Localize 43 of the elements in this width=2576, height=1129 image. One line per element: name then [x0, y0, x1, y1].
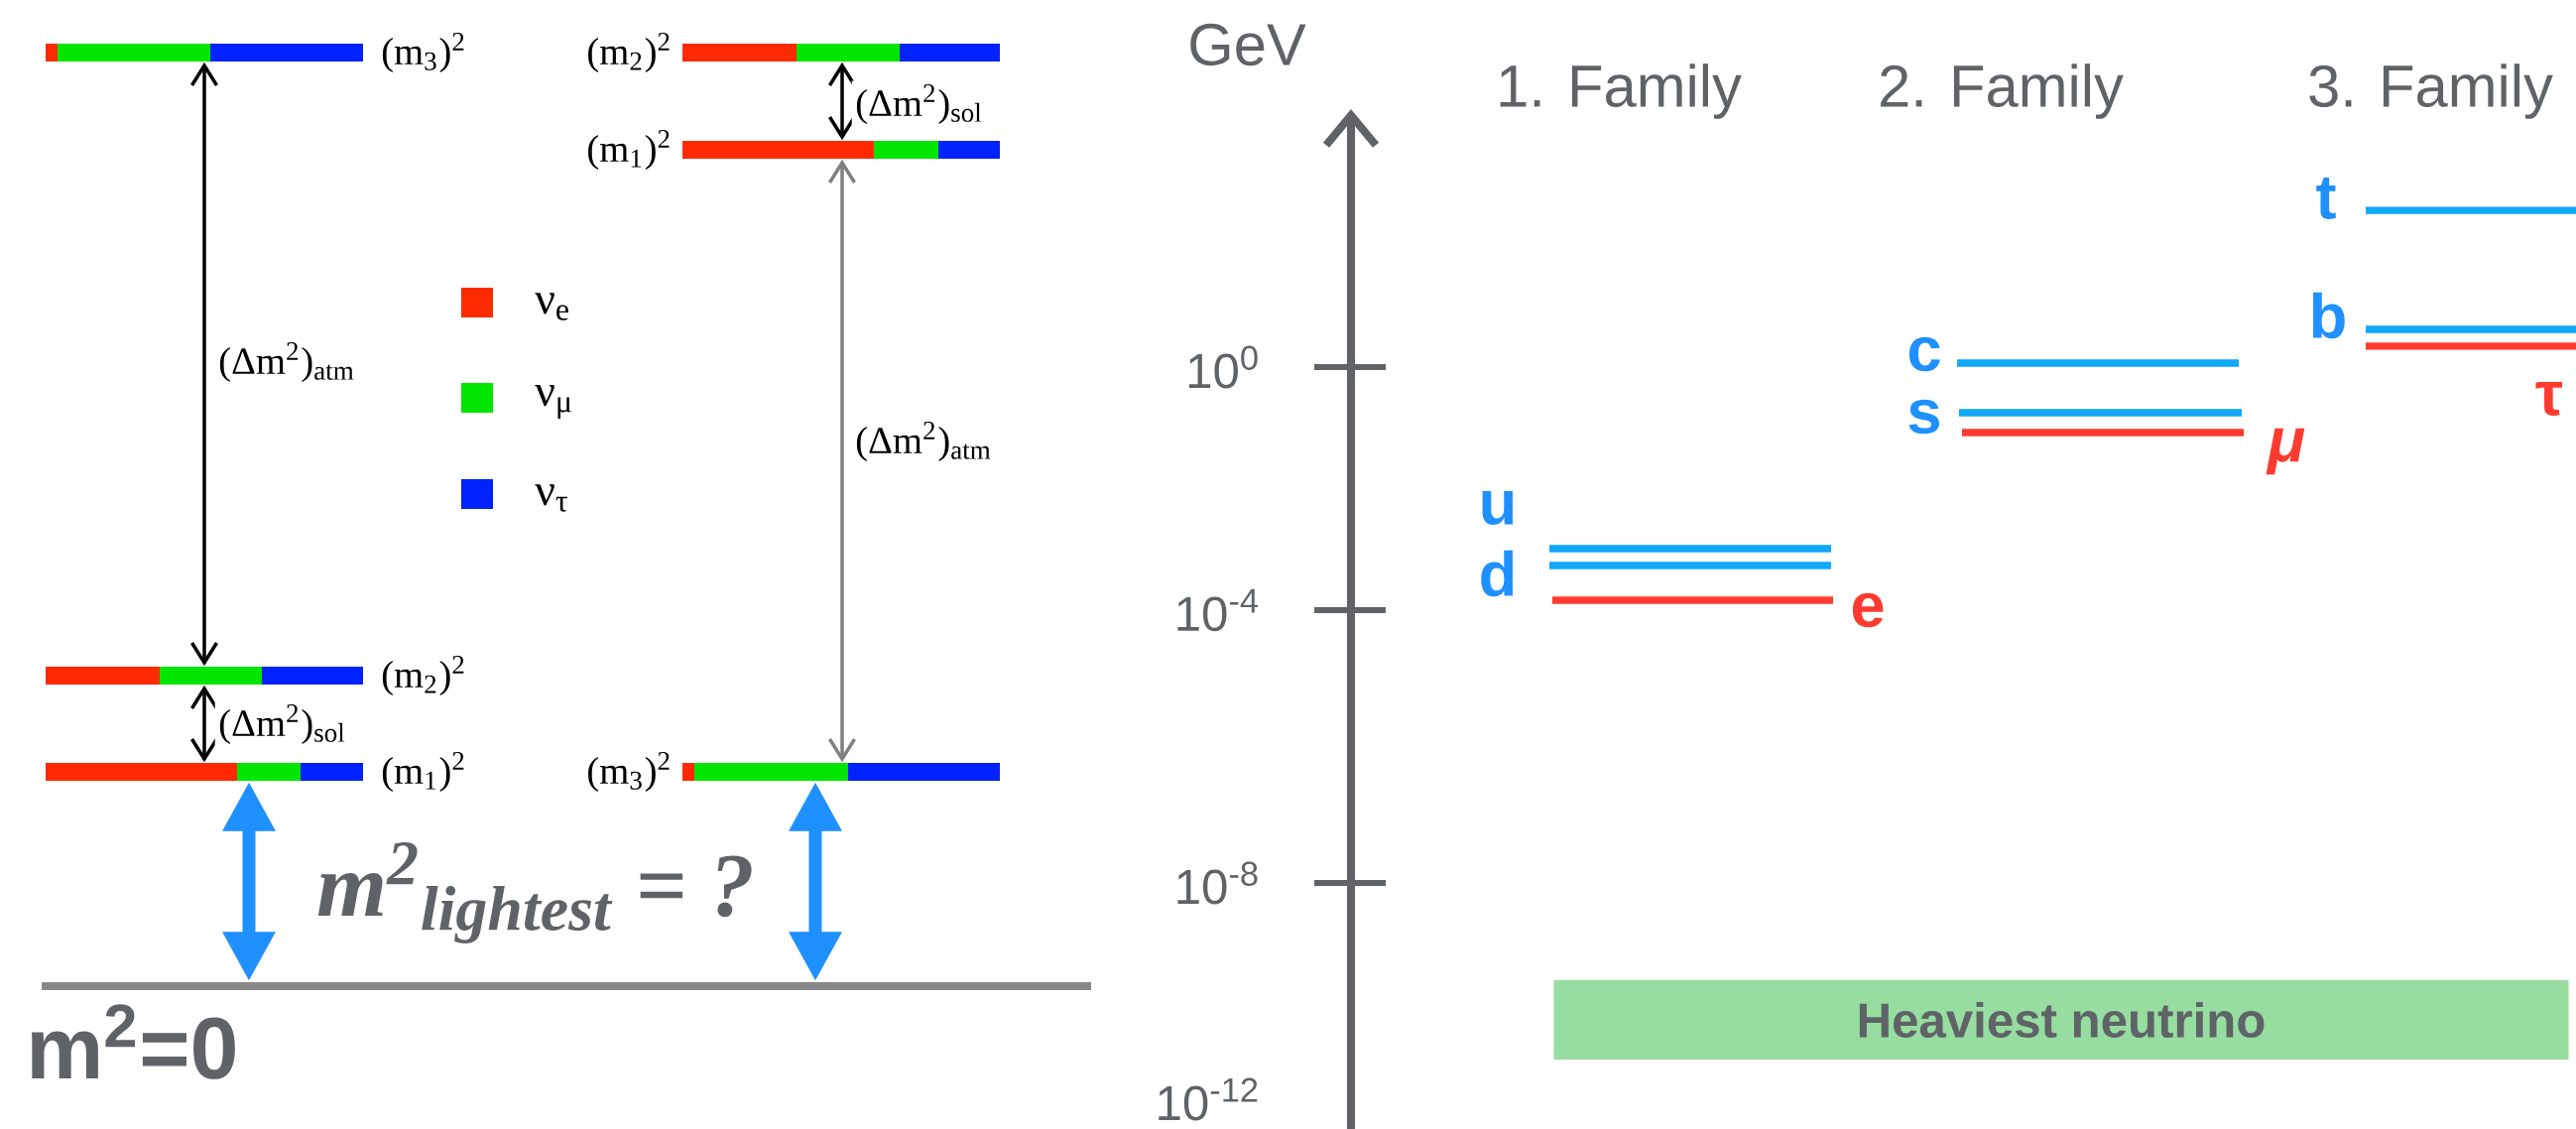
mass-label: (m$_{3}$)$^{2}$: [588, 751, 670, 793]
neutrino-band: Heaviest neutrino: [1553, 980, 2569, 1060]
arrow: [190, 62, 218, 667]
label: 10$^{-12}$: [1159, 1077, 1258, 1121]
label: τ: [2535, 381, 2563, 417]
legend-label: ν$_{e}$: [535, 293, 568, 320]
label: m$^{2}$$_{lightest}$ = ?: [317, 842, 752, 943]
label: c: [1908, 336, 1940, 372]
mass-bar: [46, 763, 363, 781]
mass-bar: [682, 763, 1000, 781]
label: 1. Family: [1500, 63, 1742, 119]
mass-label: (m$_{1}$)$^{2}$: [588, 129, 670, 171]
arrow: [828, 62, 856, 141]
edge-label: (Δm$^{2}$)$_{sol}$: [856, 83, 982, 125]
label: 10$^{-8}$: [1177, 861, 1258, 905]
label: e: [1852, 592, 1884, 628]
mass-bar: [682, 44, 1000, 62]
label: 2. Family: [1881, 63, 2124, 119]
mass-label: (m$_{2}$)$^{2}$: [588, 32, 670, 73]
mass-bar: [46, 667, 363, 685]
zero-mass-label: m$^{2}$=0: [32, 1004, 235, 1079]
edge-label: (Δm$^{2}$)$_{atm}$: [856, 421, 991, 462]
mass-label: (m$_{3}$)$^{2}$: [382, 32, 464, 73]
label: GeV: [1190, 23, 1306, 66]
legend-label: ν$_{τ}$: [535, 484, 567, 512]
label: t: [2316, 178, 2336, 219]
mass-label: (m$_{1}$)$^{2}$: [382, 751, 464, 793]
edge-label: (Δm$^{2}$)$_{sol}$: [219, 703, 345, 745]
label: 10$^{-4}$: [1177, 588, 1258, 632]
mass-bar: [682, 141, 1000, 159]
label: μ: [2266, 428, 2305, 475]
label: s: [1908, 399, 1939, 435]
label: 3. Family: [2309, 63, 2553, 119]
label: u: [1482, 490, 1514, 525]
mass-label: (m$_{2}$)$^{2}$: [382, 655, 464, 696]
label: b: [2312, 292, 2345, 339]
arrow: [828, 159, 856, 763]
arrow: [190, 685, 218, 763]
label: d: [1481, 550, 1514, 597]
mass-bar: [46, 44, 363, 62]
legend-label: ν$_{μ}$: [535, 384, 571, 420]
edge-label: (Δm$^{2}$)$_{atm}$: [219, 341, 354, 383]
label: 10$^{0}$: [1188, 345, 1258, 389]
